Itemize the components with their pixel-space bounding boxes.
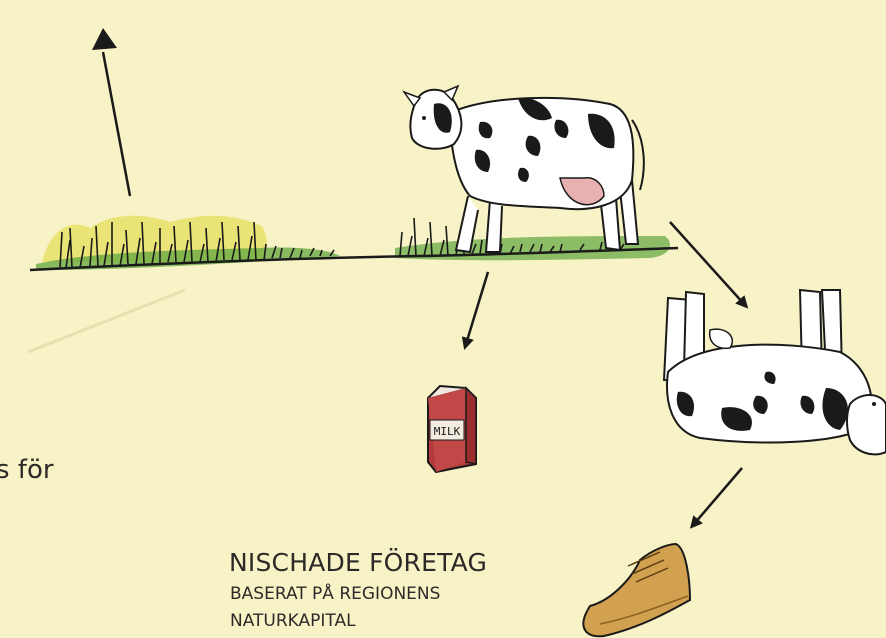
shoe (582, 542, 692, 638)
ground-line (29, 246, 679, 272)
arrow-to-milk (461, 271, 490, 350)
arrow-to-shoe (689, 467, 743, 529)
faint-arrow (27, 288, 186, 354)
caption-subtitle-line-1: BASERAT PÅ REGIONENS (230, 584, 441, 604)
truncated-text-fragment: s för (0, 455, 54, 485)
caption-title: NISCHADE FÖRETAG (229, 548, 488, 577)
cow-fallen (662, 288, 886, 456)
up-arrow (92, 28, 132, 197)
milk-carton: MILK (427, 384, 477, 474)
cow-standing (401, 84, 645, 254)
milk-label: MILK (434, 425, 461, 438)
caption-subtitle-line-2: NATURKAPITAL (230, 611, 356, 631)
arrow-to-fallen-cow (669, 221, 749, 309)
